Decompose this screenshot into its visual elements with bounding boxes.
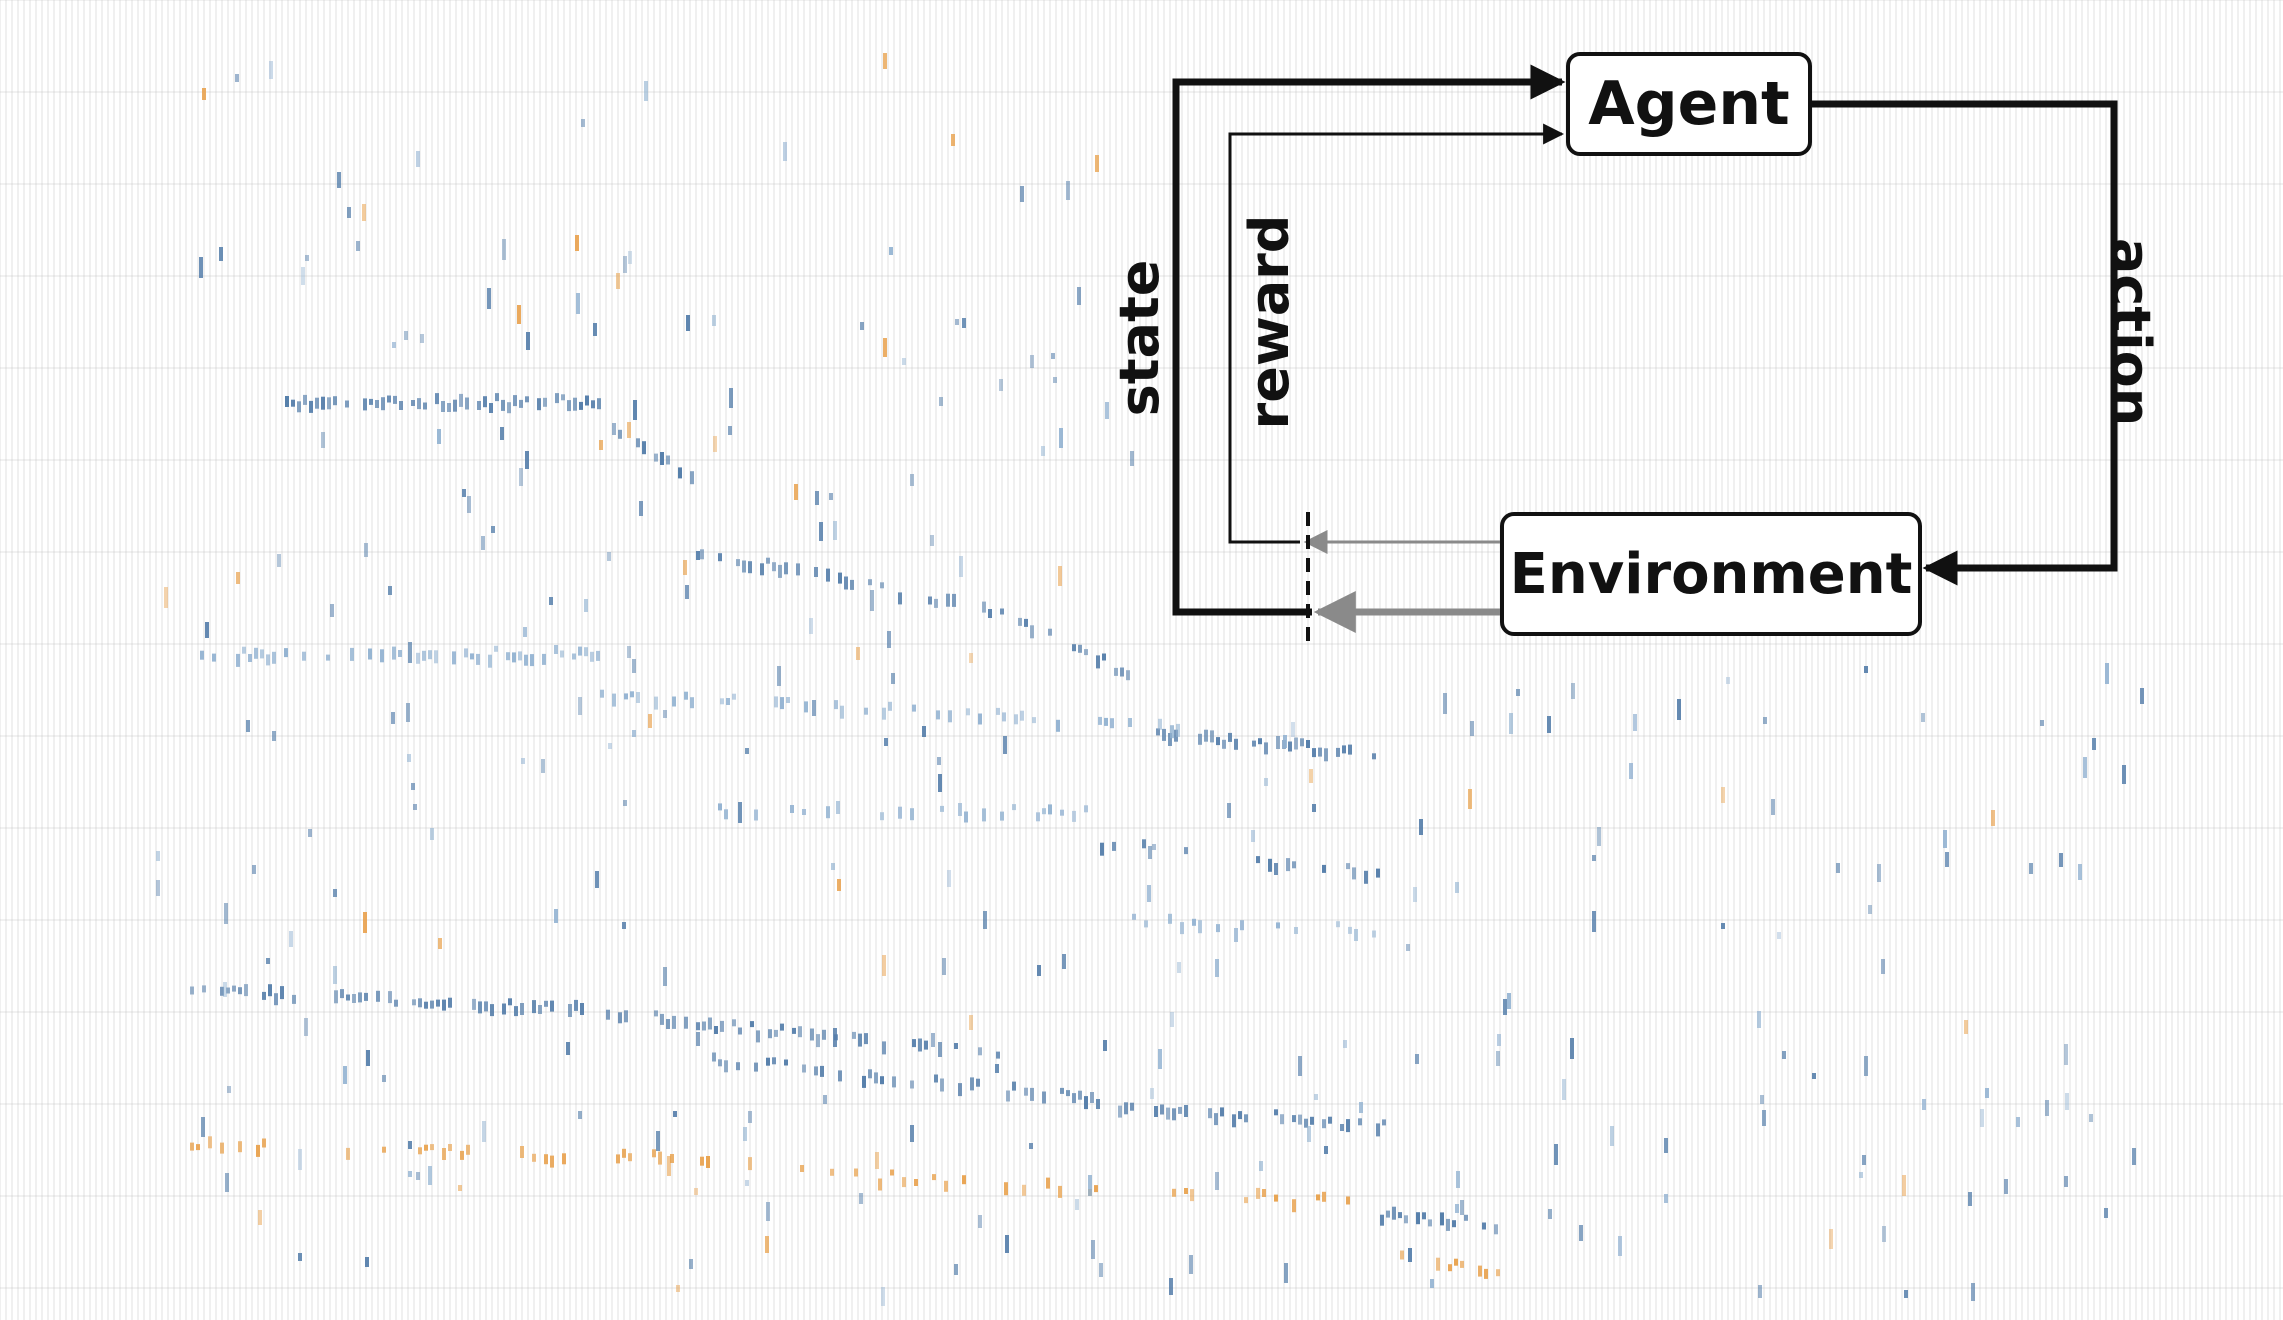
reward-edge-label: reward	[1238, 214, 1301, 430]
state-edge-label: state	[1108, 259, 1171, 417]
horizontal-grid-lines	[0, 0, 2283, 1289]
reward-edge-line	[1228, 123, 1565, 544]
action-edge-line	[1812, 100, 2118, 586]
environment-node-label: Environment	[1509, 541, 1913, 607]
action-edge-label: action	[2099, 237, 2162, 427]
marker-speckles	[156, 53, 2144, 1306]
agent-node: Agent	[1566, 52, 1812, 156]
environment-node: Environment	[1500, 512, 1922, 636]
state-edge-line	[1172, 64, 1566, 616]
agent-node-label: Agent	[1588, 69, 1790, 139]
